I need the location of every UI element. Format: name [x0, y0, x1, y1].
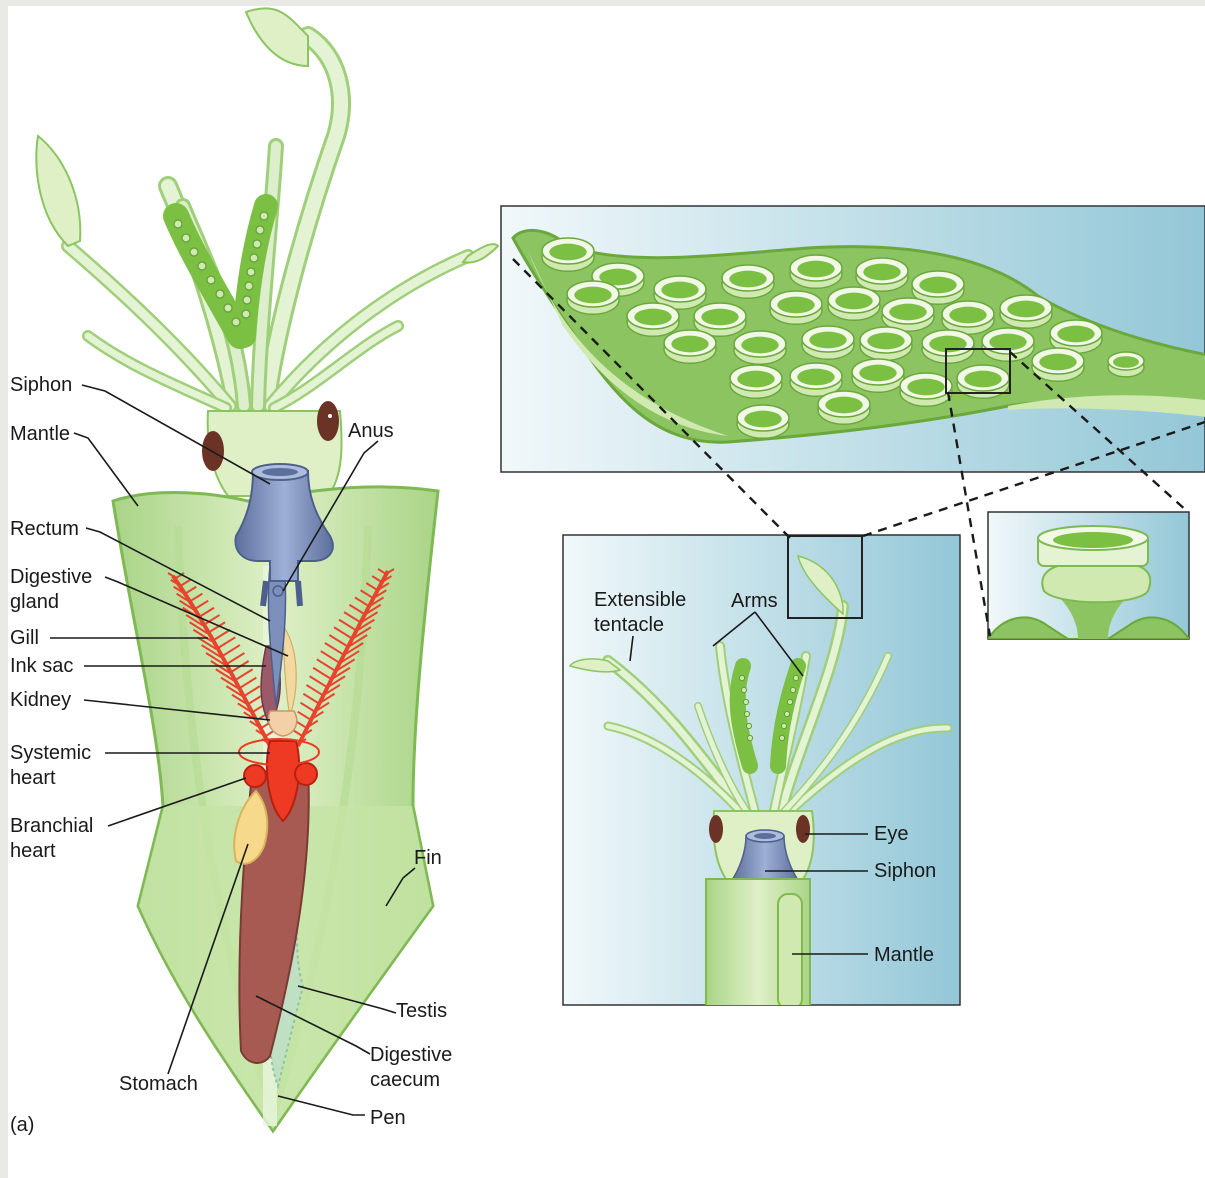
- single-sucker-inset: [988, 512, 1189, 639]
- panel-label: (a): [10, 1114, 34, 1136]
- sucker-center: [964, 371, 1001, 388]
- squid-arms: [36, 8, 498, 408]
- label-rectum: Rectum: [10, 518, 79, 540]
- branchial-heart-left: [244, 765, 266, 787]
- eye-right-icon: [317, 401, 339, 441]
- sucker-center: [741, 337, 778, 354]
- branchial-heart-right: [295, 763, 317, 785]
- sucker-center: [889, 304, 926, 321]
- label-systemic-heart-2: heart: [10, 767, 56, 789]
- label-mantle: Mantle: [10, 423, 70, 445]
- label-branchial-heart-2: heart: [10, 840, 56, 862]
- label-inset-siphon: Siphon: [874, 860, 936, 882]
- label-digestive-caecum-2: caecum: [370, 1069, 440, 1091]
- label-siphon: Siphon: [10, 374, 72, 396]
- squid-main-illustration: [36, 8, 498, 1131]
- sucker-center: [1113, 356, 1139, 368]
- sucker-center: [701, 309, 738, 326]
- sucker-center: [863, 264, 900, 281]
- label-kidney: Kidney: [10, 689, 71, 711]
- sucker-center: [867, 333, 904, 350]
- sucker-center: [949, 307, 986, 324]
- sucker-center: [1007, 301, 1044, 318]
- label-digestive-gland-1: Digestive: [10, 566, 92, 588]
- label-eye: Eye: [874, 823, 908, 845]
- label-inset-mantle: Mantle: [874, 944, 934, 966]
- label-arms: Arms: [731, 590, 778, 612]
- label-anus: Anus: [348, 420, 394, 442]
- sucker-center: [797, 261, 834, 278]
- squid-anatomy-figure: Siphon Mantle Anus Rectum Digestive glan…: [8, 6, 1205, 1178]
- label-fin: Fin: [414, 847, 442, 869]
- sucker-center: [907, 379, 944, 396]
- label-systemic-heart-1: Systemic: [10, 742, 91, 764]
- sucker-center: [634, 309, 671, 326]
- inset-eye-left-icon: [709, 815, 723, 843]
- sucker-center: [1039, 354, 1076, 371]
- sucker-center: [737, 371, 774, 388]
- sucker-center: [574, 287, 611, 304]
- sucker-center: [825, 397, 862, 414]
- label-digestive-caecum-1: Digestive: [370, 1044, 452, 1066]
- sucker-center: [989, 334, 1026, 351]
- label-extensible-tentacle-2: tentacle: [594, 614, 664, 636]
- label-branchial-heart-1: Branchial: [10, 815, 93, 837]
- diagram-canvas: Siphon Mantle Anus Rectum Digestive glan…: [8, 6, 1205, 1178]
- sucker-center: [661, 282, 698, 299]
- label-digestive-gland-2: gland: [10, 591, 59, 613]
- sucker-center: [835, 293, 872, 310]
- label-stomach: Stomach: [119, 1073, 198, 1095]
- label-gill: Gill: [10, 627, 39, 649]
- sucker-center: [729, 271, 766, 288]
- sucker-center: [777, 297, 814, 314]
- sucker-center: [809, 332, 846, 349]
- sucker-center: [797, 369, 834, 386]
- sucker-center: [671, 336, 708, 353]
- anus: [273, 586, 283, 596]
- sucker-center: [1057, 326, 1094, 343]
- sucker-center: [549, 244, 586, 261]
- sucker-center: [859, 365, 896, 382]
- label-pen: Pen: [370, 1107, 406, 1129]
- sucker-center: [744, 411, 781, 428]
- label-ink-sac: Ink sac: [10, 655, 73, 677]
- inset-eye-right-icon: [796, 815, 810, 843]
- sucker-center: [919, 277, 956, 294]
- label-testis: Testis: [396, 1000, 447, 1022]
- label-extensible-tentacle-1: Extensible: [594, 589, 686, 611]
